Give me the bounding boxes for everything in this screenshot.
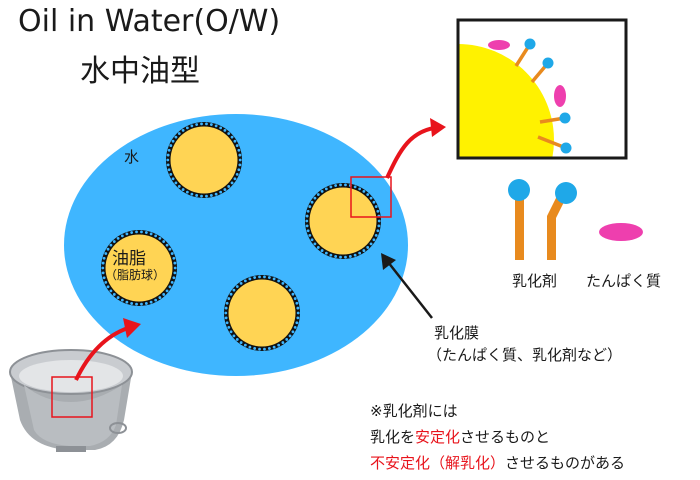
title-japanese: 水中油型 xyxy=(80,54,200,89)
zoom-marker-droplet xyxy=(350,176,392,218)
oil-droplet xyxy=(101,230,177,306)
legend-emulsifier-bent xyxy=(547,182,577,260)
note-line-3-unstable: 不安定化（解乳化） xyxy=(370,454,506,472)
label-protein: たんぱく質 xyxy=(586,272,662,290)
oil-droplet xyxy=(305,183,381,259)
water-ellipse xyxy=(64,114,408,376)
legend-emulsifier-straight xyxy=(508,179,530,260)
membrane-pointer xyxy=(387,261,433,319)
label-oil-sub: （脂肪球） xyxy=(105,268,166,282)
note-line-1: ※乳化剤には xyxy=(370,400,458,421)
note-line-2-c: させるものと xyxy=(460,428,551,446)
note-line-3-b: させるものがある xyxy=(505,454,626,472)
zoom-protein-2 xyxy=(554,85,566,107)
oil-droplets xyxy=(101,122,381,351)
label-membrane: 乳化膜 xyxy=(434,324,480,342)
zoom-protein-1 xyxy=(488,40,510,50)
zoom-emulsifier xyxy=(537,135,572,154)
note-line-2: 乳化を安定化させるものと xyxy=(370,426,550,447)
title-english: Oil in Water(O/W) xyxy=(18,4,281,39)
oil-droplet xyxy=(166,122,242,198)
note-line-3: 不安定化（解乳化）させるものがある xyxy=(370,452,625,473)
zoom-oil xyxy=(458,44,554,158)
zoom-marker-bowl xyxy=(51,376,93,418)
note-line-2-stable: 安定化 xyxy=(415,428,461,446)
zoom-box xyxy=(456,18,628,160)
membrane-pointer-head xyxy=(381,253,396,270)
zoom-emulsifier xyxy=(514,38,536,67)
note-line-2-a: 乳化を xyxy=(370,428,416,446)
zoom-emulsifier xyxy=(530,57,554,84)
bowl-arrow-head xyxy=(123,318,141,338)
zoom-emulsifier xyxy=(539,112,571,124)
note-line-1-text: ※乳化剤には xyxy=(370,402,458,420)
label-oil: 油脂 xyxy=(112,249,146,269)
zoom-emulsifiers xyxy=(514,38,572,154)
bowl-arrow xyxy=(74,326,129,381)
label-water: 水 xyxy=(124,148,140,166)
label-membrane-sub: （たんぱく質、乳化剤など） xyxy=(427,346,623,364)
bowl-image xyxy=(9,349,133,452)
legend-protein xyxy=(599,223,643,241)
zoom-arrow-head xyxy=(430,118,446,137)
label-emulsifier: 乳化剤 xyxy=(512,272,558,290)
oil-droplet xyxy=(224,275,300,351)
